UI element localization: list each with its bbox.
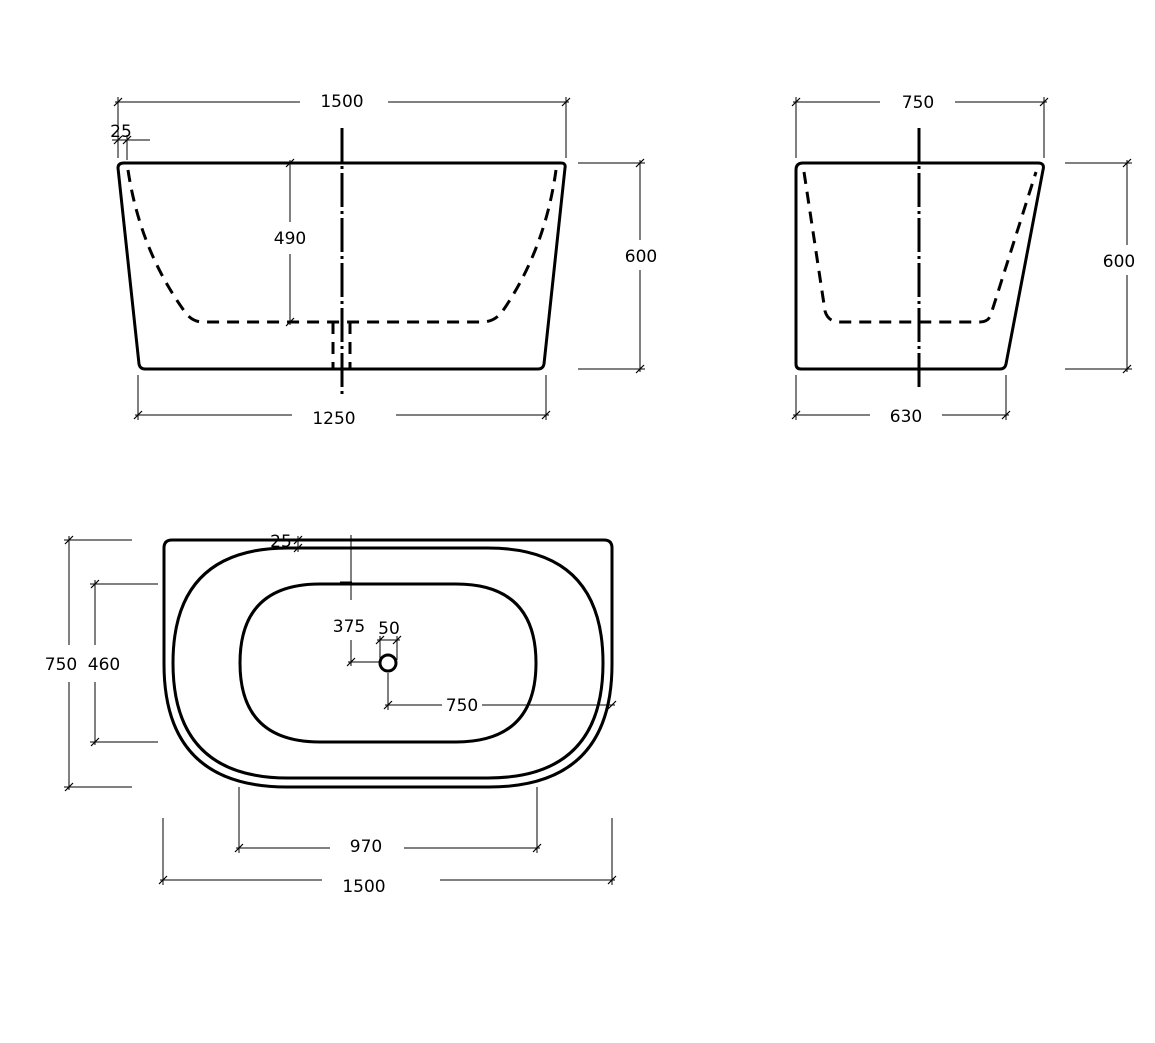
front-dim-inner-depth-label: 490	[274, 229, 306, 249]
side-dim-overall-depth-label: 750	[902, 93, 934, 113]
plan-dim-inner-depth: 460	[88, 580, 158, 746]
plan-drain	[378, 653, 398, 673]
plan-dim-drain-diameter-label: 50	[378, 619, 400, 639]
front-view: 1500 25 490 600	[110, 92, 657, 429]
plan-rim-inner	[171, 546, 605, 780]
side-dim-base-depth-label: 630	[890, 407, 922, 427]
plan-dim-overall-depth-label: 750	[45, 655, 77, 675]
plan-dim-inner-depth-label: 460	[88, 655, 120, 675]
front-dim-height-label: 600	[625, 247, 657, 267]
front-dim-overall-width: 1500	[114, 92, 570, 158]
front-inner-basin	[126, 169, 558, 324]
front-dim-rim-label: 25	[110, 122, 132, 142]
plan-view: 25 750 460 375	[45, 532, 616, 897]
plan-dim-drain-to-wall-label: 750	[446, 696, 478, 716]
side-view: 750 600 630	[792, 93, 1135, 427]
plan-dim-overall-depth: 750	[45, 536, 132, 791]
plan-dim-rim-label: 25	[270, 532, 292, 552]
side-dim-height: 600	[1065, 159, 1135, 373]
plan-dim-overall-length-label: 1500	[342, 877, 385, 897]
side-inner-basin	[802, 171, 1038, 324]
front-dim-base-width: 1250	[134, 375, 550, 429]
side-dim-height-label: 600	[1103, 252, 1135, 272]
side-outline	[794, 161, 1045, 371]
front-outline	[116, 161, 567, 371]
front-drain	[331, 322, 352, 369]
side-dim-overall-depth: 750	[792, 93, 1048, 158]
plan-dim-drain-to-wall: 750	[384, 673, 616, 716]
front-dim-rim: 25	[110, 122, 150, 160]
side-dim-base-depth: 630	[792, 375, 1010, 427]
plan-dim-rim: 25	[270, 532, 354, 600]
plan-basin	[238, 582, 538, 744]
plan-outline	[162, 538, 614, 789]
front-dim-base-width-label: 1250	[312, 409, 355, 429]
plan-dim-drain: 375 50	[333, 617, 401, 666]
plan-dim-inner-length-label: 970	[350, 837, 382, 857]
plan-dim-inner-length: 970	[235, 787, 541, 857]
plan-dim-overall-length: 1500	[159, 818, 616, 897]
front-dim-inner-depth: 490	[274, 159, 306, 326]
front-dim-height: 600	[578, 159, 657, 373]
plan-dim-drain-offset-label: 375	[333, 617, 365, 637]
front-dim-overall-width-label: 1500	[320, 92, 363, 112]
